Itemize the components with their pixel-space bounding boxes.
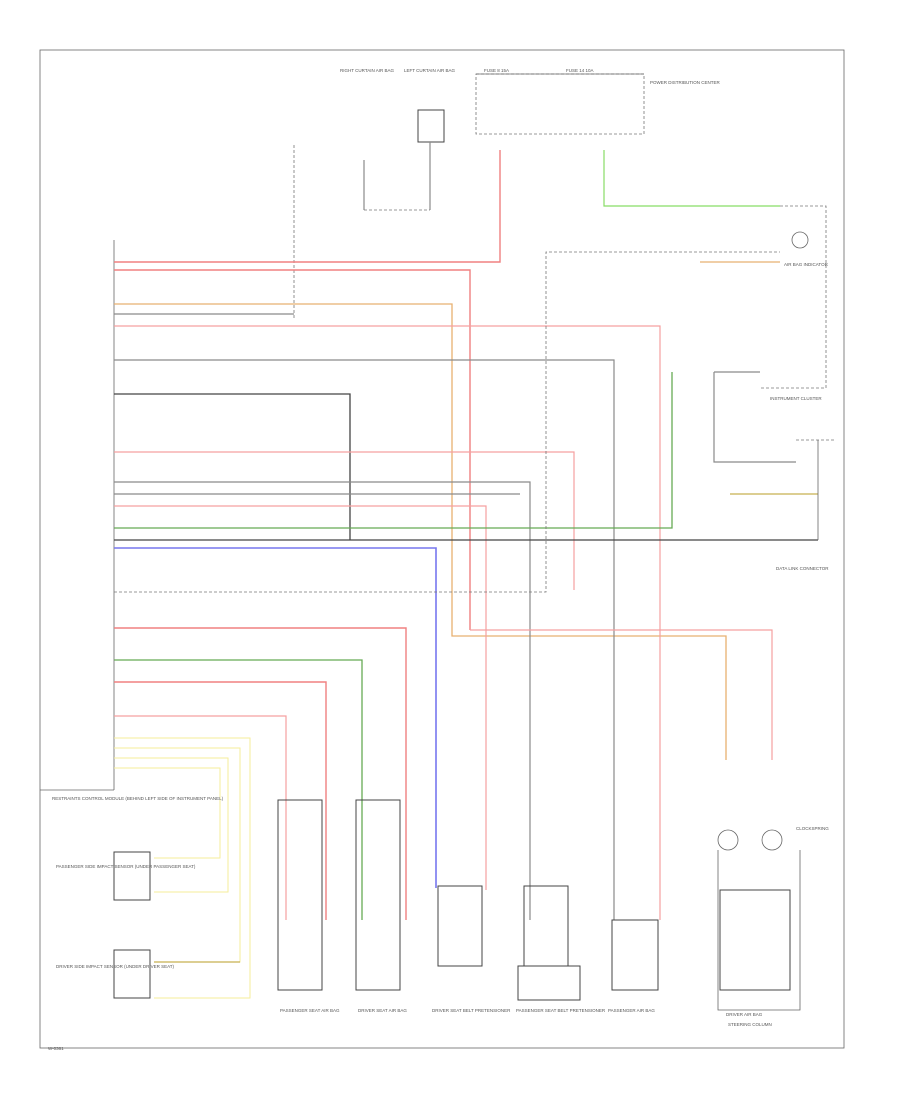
- passenger-impact-sensor: [113, 851, 151, 901]
- steering-column-outline: [717, 850, 801, 1011]
- wire-orange: [114, 303, 727, 760]
- label-right-curtain: RIGHT CURTAIN AIR BAG: [340, 68, 395, 73]
- wire-green-group2: [114, 659, 363, 920]
- wire-red-group2-a: [114, 627, 407, 920]
- wire-yellow-2: [114, 747, 241, 963]
- wire-yellow-4: [114, 767, 221, 859]
- wire-pink-b: [114, 451, 575, 590]
- top-switch-component: [417, 109, 445, 143]
- passenger-seat-air-bag-module: [277, 799, 323, 991]
- wire-yellow-1: [114, 737, 251, 999]
- air-bag-indicator-lamp: [791, 231, 809, 249]
- clockspring-right: [761, 829, 783, 851]
- label-steering-column: STEERING COLUMN: [728, 1022, 772, 1027]
- wire-gray-b: [114, 359, 615, 920]
- label-air-bag-indicator: AIR BAG INDICATOR: [784, 262, 829, 267]
- footer-code: W-0361: [48, 1046, 64, 1051]
- label-instrument-cluster: INSTRUMENT CLUSTER: [770, 396, 822, 401]
- driver-pretensioner-module: [437, 885, 483, 967]
- driver-impact-sensor: [113, 949, 151, 999]
- wire-red-group2-b: [114, 681, 327, 920]
- label-driver-pretensioner: DRIVER SEAT BELT PRETENSIONER: [432, 1008, 511, 1013]
- wire-gray-dashed: [114, 251, 780, 593]
- squib-modules: [277, 799, 801, 1011]
- wire-cluster-down: [713, 372, 796, 463]
- wire-lightgreen: [603, 150, 780, 207]
- wire-gray-c: [114, 481, 531, 920]
- wire-red-clockspring: [470, 629, 773, 760]
- label-passenger-air-bag: PASSENGER AIR BAG: [608, 1008, 655, 1013]
- wire-green-a: [114, 372, 673, 529]
- label-control-module: RESTRAINTS CONTROL MODULE (BEHIND LEFT S…: [52, 796, 224, 801]
- label-passenger-seat-air-bag: PASSENGER SEAT AIR BAG: [280, 1008, 340, 1013]
- wire-power-2: [114, 269, 471, 630]
- wire-blue: [114, 547, 437, 888]
- label-passenger-sensor: PASSENGER SIDE IMPACT SENSOR (UNDER PASS…: [56, 864, 196, 869]
- label-clockspring: CLOCKSPRING: [796, 826, 829, 831]
- cluster-dashed: [760, 205, 827, 389]
- label-driver-air-bag: DRIVER AIR BAG: [726, 1012, 763, 1017]
- power-distribution-box: [475, 73, 645, 135]
- label-fuse-right: FUSE 14 10A: [566, 68, 594, 73]
- label-passenger-pretensioner: PASSENGER SEAT BELT PRETENSIONER: [516, 1008, 606, 1013]
- label-driver-seat-air-bag: DRIVER SEAT AIR BAG: [358, 1008, 407, 1013]
- label-driver-sensor: DRIVER SIDE IMPACT SENSOR (UNDER DRIVER …: [56, 964, 175, 969]
- wire-dark-a: [114, 393, 351, 540]
- wire-power-1: [114, 150, 501, 263]
- driver-seat-air-bag-module: [355, 799, 401, 991]
- driver-air-bag-module: [719, 889, 791, 991]
- label-datalink: DATA LINK CONNECTOR: [776, 566, 829, 571]
- passenger-air-bag-module: [611, 919, 659, 991]
- wire-yellow-3: [114, 757, 229, 893]
- passenger-pretensioner-base: [517, 965, 581, 1001]
- label-fuse-left: FUSE 8 15A: [484, 68, 509, 73]
- clockspring-left: [717, 829, 739, 851]
- wire-pink-c: [114, 505, 487, 890]
- wire-pink-group2: [114, 715, 287, 920]
- label-power-distribution: POWER DISTRIBUTION CENTER: [650, 80, 721, 85]
- diagram-border: [39, 49, 845, 1049]
- label-left-curtain: LEFT CURTAIN AIR BAG: [404, 68, 456, 73]
- wire-pink-long: [114, 325, 661, 920]
